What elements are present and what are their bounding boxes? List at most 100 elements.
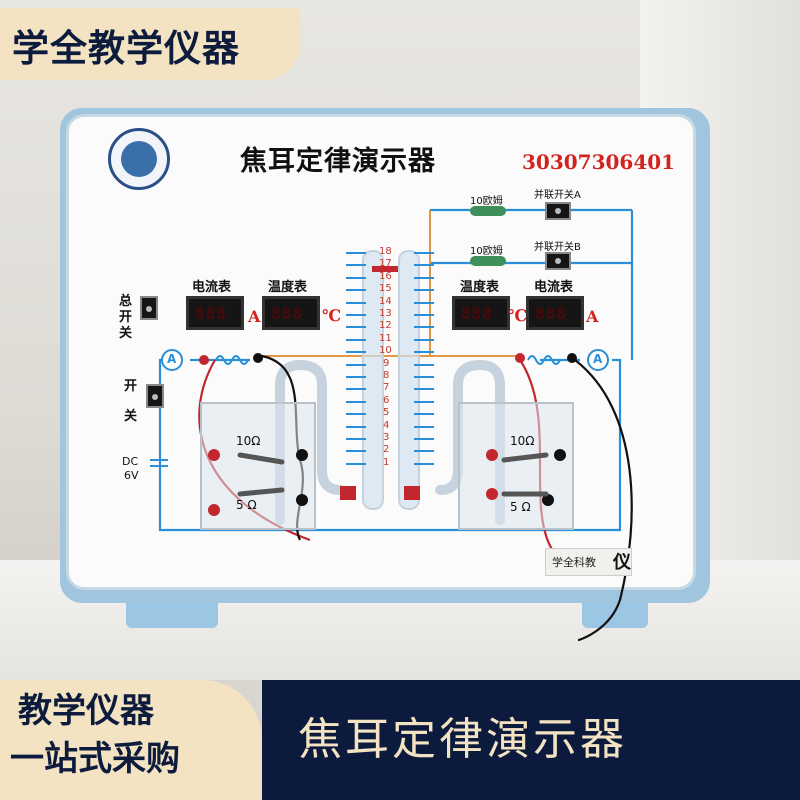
power-label-2: 6V bbox=[124, 469, 139, 482]
right-ammeter-unit: A bbox=[586, 307, 599, 326]
resistor-1-label: 10欧姆 bbox=[470, 196, 503, 207]
main-switch-label-1: 总 bbox=[119, 294, 133, 309]
left-ammeter-label: 电流表 bbox=[192, 280, 232, 295]
left-box-r2: 5 Ω bbox=[236, 498, 257, 512]
right-ammeter-display: 888 bbox=[526, 296, 584, 330]
scale-tick bbox=[346, 388, 366, 391]
left-ammeter-symbol: A bbox=[167, 352, 177, 366]
right-thermometer-display: 888 bbox=[452, 296, 510, 330]
scale-tick bbox=[346, 413, 366, 416]
scale-tick bbox=[414, 351, 434, 354]
right-box-r1: 10Ω bbox=[510, 434, 535, 448]
scale-tick bbox=[346, 351, 366, 354]
parallel-switch-b[interactable] bbox=[545, 252, 571, 270]
scale-tick bbox=[414, 363, 434, 366]
manufacturer-seal bbox=[108, 128, 170, 190]
scale-number: 10 bbox=[379, 345, 392, 357]
scale-tick bbox=[346, 376, 366, 378]
scale-tick bbox=[346, 252, 366, 254]
scale-tick bbox=[346, 264, 366, 267]
circuit-switch[interactable] bbox=[146, 384, 164, 408]
scale-number: 13 bbox=[379, 308, 392, 319]
bottom-right-banner-text: 焦耳定律演示器 bbox=[298, 714, 627, 765]
bottom-left-banner bbox=[0, 680, 262, 800]
scale-tick bbox=[414, 276, 434, 279]
scale-tick bbox=[414, 326, 434, 329]
left-thermometer-display: 888 bbox=[262, 296, 320, 330]
left-ammeter-display: 888 bbox=[186, 296, 244, 330]
scale-tick bbox=[414, 450, 434, 453]
scale-number: 12 bbox=[379, 320, 392, 332]
switch-label-2: 关 bbox=[124, 409, 138, 424]
scale-tick bbox=[346, 326, 366, 329]
switch-b-label: 并联开关B bbox=[534, 242, 581, 253]
scale-tick bbox=[346, 289, 366, 292]
scale-tick bbox=[414, 376, 434, 378]
resistor-2-label: 10欧姆 bbox=[470, 246, 503, 257]
resistor-2 bbox=[470, 256, 506, 266]
scale-tick bbox=[414, 301, 434, 304]
scale-number: 5 bbox=[383, 407, 390, 419]
scale-number: 3 bbox=[383, 432, 390, 443]
scale-number: 8 bbox=[383, 370, 390, 381]
scale-tick bbox=[346, 338, 366, 341]
scale-tick bbox=[346, 450, 366, 453]
scale-tick bbox=[346, 400, 366, 403]
scale-number: 1 bbox=[383, 456, 390, 468]
left-box-r1: 10Ω bbox=[236, 434, 261, 448]
main-switch-label-2: 开 bbox=[119, 310, 133, 325]
scale-tick bbox=[414, 413, 434, 416]
left-thermometer-label: 温度表 bbox=[268, 280, 308, 295]
scale-tick bbox=[414, 388, 434, 391]
switch-label-1: 开 bbox=[124, 379, 138, 394]
scale-number: 6 bbox=[383, 394, 390, 406]
scale-tick bbox=[414, 462, 434, 465]
right-thermometer-unit: ℃ bbox=[508, 306, 528, 325]
top-banner-text: 学全教学仪器 bbox=[12, 27, 240, 70]
right-ammeter-label: 电流表 bbox=[534, 280, 574, 295]
scale-number: 7 bbox=[383, 382, 390, 394]
right-thermometer-label: 温度表 bbox=[460, 280, 500, 295]
scale-tick bbox=[414, 289, 434, 292]
top-banner bbox=[0, 8, 300, 80]
scale-tick bbox=[414, 425, 434, 428]
main-switch[interactable] bbox=[140, 296, 158, 320]
bottom-left-banner-line2: 一站式采购 bbox=[10, 739, 180, 779]
scale-number: 16 bbox=[379, 270, 392, 282]
board-title: 焦耳定律演示器 bbox=[240, 146, 436, 177]
scale-tick bbox=[346, 276, 366, 279]
scale-number: 9 bbox=[383, 357, 390, 369]
scale-number: 11 bbox=[379, 332, 392, 344]
right-ammeter-symbol: A bbox=[593, 352, 603, 366]
scale-tick bbox=[346, 363, 366, 366]
power-label-1: DC bbox=[122, 455, 139, 468]
brand-plate: 学全科教 bbox=[545, 548, 632, 576]
main-switch-label-3: 关 bbox=[119, 326, 133, 341]
scale-number: 18 bbox=[379, 246, 392, 257]
scale-tick bbox=[346, 425, 366, 428]
left-liquid-tube bbox=[362, 250, 384, 510]
left-ammeter-unit: A bbox=[248, 307, 261, 326]
scale-tick bbox=[346, 314, 366, 316]
brand-plate-suffix: 仪 bbox=[613, 552, 631, 573]
scale-tick bbox=[414, 338, 434, 341]
scale-tick bbox=[414, 438, 434, 440]
scale-number: 4 bbox=[383, 419, 390, 431]
resistor-1 bbox=[470, 206, 506, 216]
product-code: 30307306401 bbox=[522, 150, 676, 174]
scale-number: 14 bbox=[379, 295, 392, 307]
right-box-r2: 5 Ω bbox=[510, 500, 531, 514]
scale-number: 2 bbox=[383, 444, 390, 456]
bottom-right-banner bbox=[262, 680, 800, 800]
scale-tick bbox=[414, 264, 434, 267]
scale-tick bbox=[346, 301, 366, 304]
scale-number: 15 bbox=[379, 283, 392, 295]
left-thermometer-unit: ℃ bbox=[322, 306, 342, 325]
parallel-switch-a[interactable] bbox=[545, 202, 571, 220]
scale-tick bbox=[346, 438, 366, 440]
switch-a-label: 并联开关A bbox=[534, 190, 581, 201]
scale-tick bbox=[346, 462, 366, 465]
left-resistor-box bbox=[200, 402, 316, 530]
